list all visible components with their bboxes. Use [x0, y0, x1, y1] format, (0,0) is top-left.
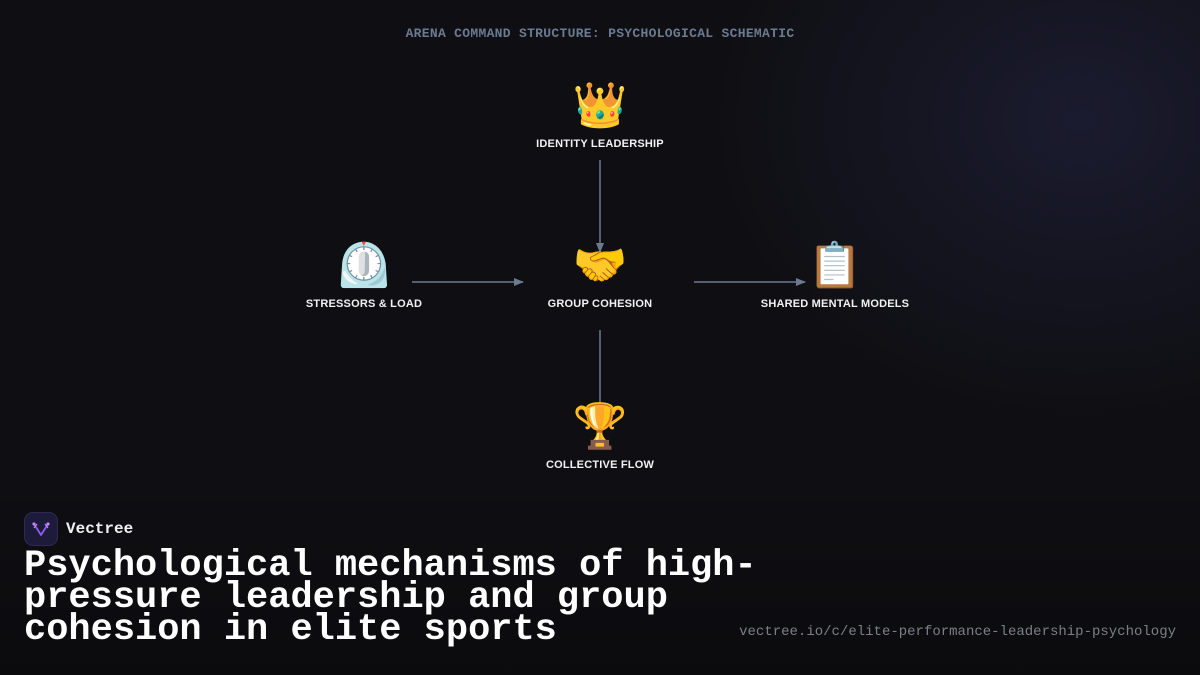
node-label: COLLECTIVE FLOW — [545, 459, 655, 471]
page-title: Psychological mechanisms of high-pressur… — [24, 545, 757, 651]
node-stressors-load: ⏲️ STRESSORS & LOAD — [254, 240, 474, 310]
node-collective-flow: 🏆 COLLECTIVE FLOW — [490, 401, 710, 471]
node-label: GROUP COHESION — [547, 298, 653, 310]
brand-name: Vectree — [66, 520, 134, 538]
node-label: SHARED MENTAL MODELS — [760, 298, 910, 310]
crown-icon: 👑 — [572, 81, 628, 130]
node-shared-mental-models: 📋 SHARED MENTAL MODELS — [725, 240, 945, 310]
node-label: STRESSORS & LOAD — [305, 298, 423, 310]
timer-clock-icon: ⏲️ — [336, 241, 392, 290]
node-label: IDENTITY LEADERSHIP — [536, 138, 664, 150]
diagram-title: ARENA COMMAND STRUCTURE: PSYCHOLOGICAL S… — [405, 26, 795, 41]
handshake-icon: 🤝 — [572, 241, 628, 290]
clipboard-icon: 📋 — [807, 241, 863, 290]
node-identity-leadership: 👑 IDENTITY LEADERSHIP — [490, 80, 710, 150]
source-url: vectree.io/c/elite-performance-leadershi… — [739, 624, 1176, 640]
brand: Vectree — [24, 512, 133, 546]
vectree-logo-icon — [24, 512, 58, 546]
trophy-icon: 🏆 — [572, 402, 628, 451]
node-group-cohesion: 🤝 GROUP COHESION — [490, 240, 710, 310]
